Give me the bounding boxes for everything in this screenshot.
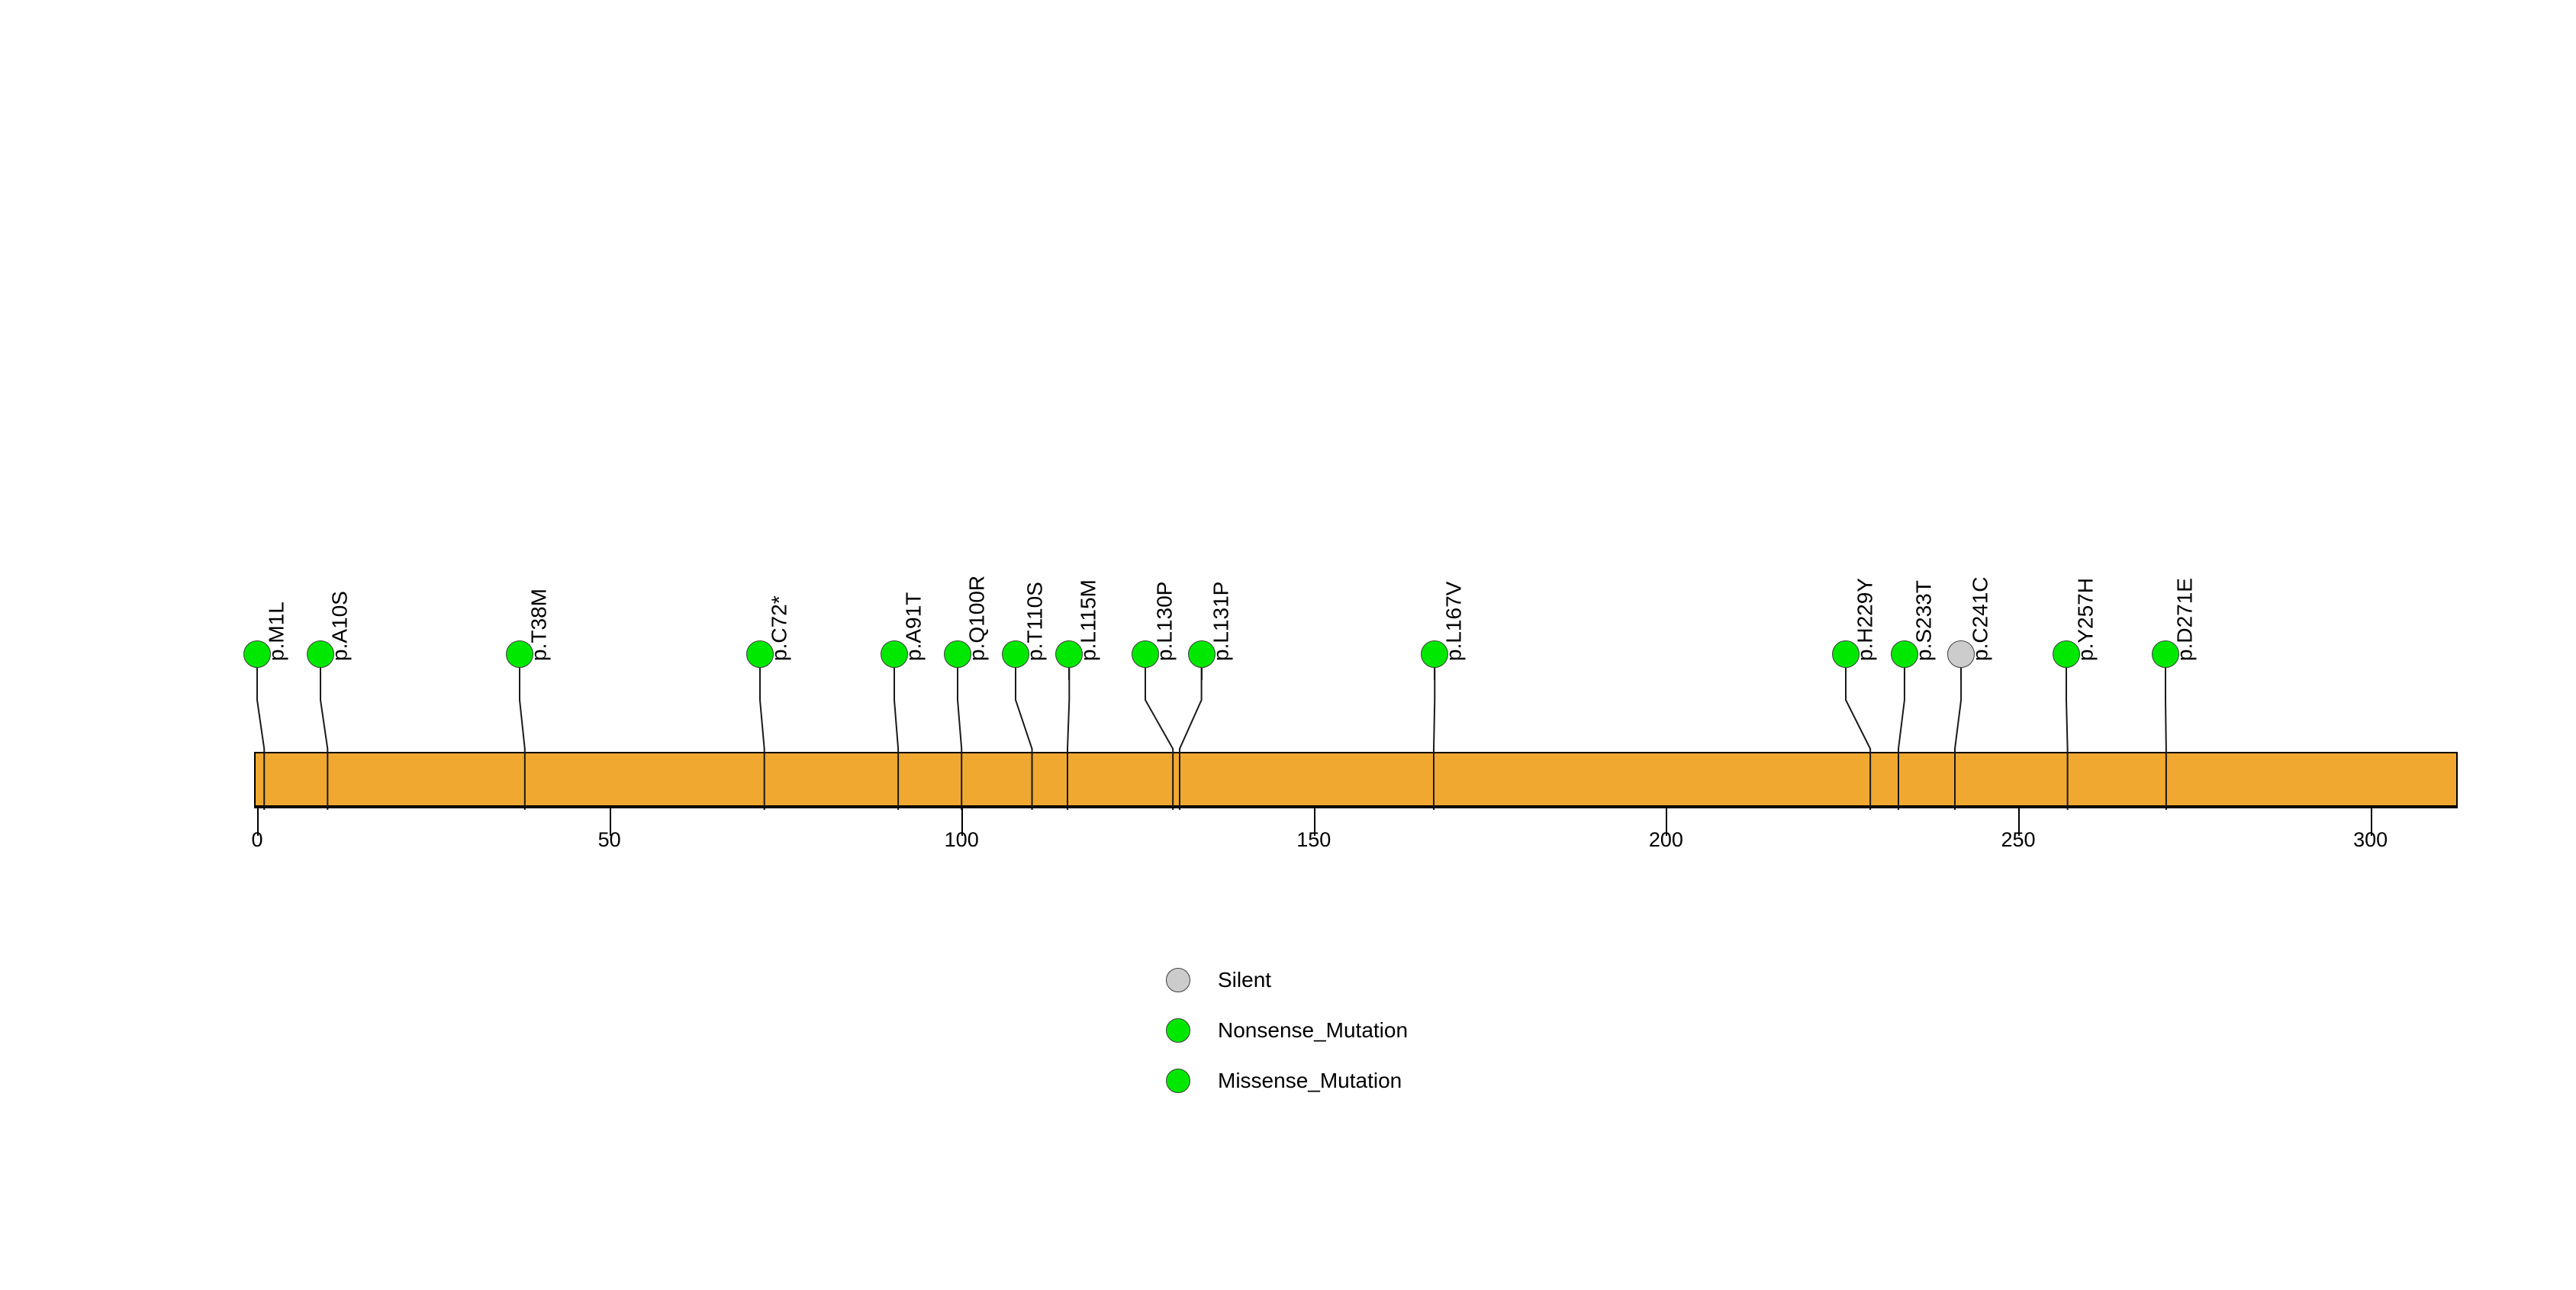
axis-tick-label: 300 — [2353, 828, 2388, 851]
lollipop-stem — [1066, 654, 1070, 810]
mutation-marker-pH229Y[interactable] — [1832, 640, 1860, 668]
mutation-label: p.Q100R — [964, 575, 989, 661]
axis-tick-label: 150 — [1296, 828, 1331, 851]
mutation-marker-pD271E[interactable] — [2152, 640, 2179, 668]
legend-item-nonsense_mutation[interactable]: Nonsense_Mutation — [1166, 1018, 1408, 1043]
mutation-label: p.C241C — [1968, 576, 1992, 661]
mutation-label: p.A10S — [327, 591, 352, 661]
mutation-label: p.M1L — [264, 601, 288, 661]
axis-baseline — [254, 807, 2458, 808]
lollipop-stem — [759, 654, 765, 810]
mutation-label: p.D271E — [2172, 578, 2197, 661]
mutation-marker-pL167V[interactable] — [1421, 640, 1448, 668]
mutation-label: p.C72* — [767, 595, 791, 661]
mutation-marker-pY257H[interactable] — [2053, 640, 2080, 668]
legend-swatch-icon — [1166, 1069, 1190, 1093]
axis-tick-label: 100 — [944, 828, 979, 851]
axis-tick — [961, 807, 964, 836]
mutation-label: p.T110S — [1022, 582, 1047, 661]
axis-tick-label: 50 — [597, 828, 621, 851]
mutation-marker-pL131P[interactable] — [1188, 640, 1216, 668]
mutation-label: p.H229Y — [1853, 578, 1877, 661]
mutation-label: p.S233T — [1911, 580, 1936, 661]
mutation-marker-pA10S[interactable] — [307, 640, 334, 668]
lollipop-stem — [256, 654, 266, 810]
protein-domain-0 — [254, 752, 2458, 807]
lollipop-stem — [957, 654, 963, 810]
legend-item-missense_mutation[interactable]: Missense_Mutation — [1166, 1069, 1402, 1093]
axis-tick — [1666, 807, 1668, 836]
mutation-label: p.L131P — [1209, 581, 1233, 661]
mutation-marker-pT110S[interactable] — [1002, 640, 1029, 668]
axis-tick — [609, 807, 611, 836]
mutation-marker-pL115M[interactable] — [1055, 640, 1083, 668]
mutation-label: p.Y257H — [2073, 578, 2098, 661]
axis-tick-label: 200 — [1648, 828, 1683, 851]
lollipop-stem — [1015, 654, 1033, 810]
lollipop-stem — [1898, 654, 1905, 810]
legend-label: Silent — [1218, 968, 1272, 992]
mutation-marker-pC72[interactable] — [746, 640, 774, 668]
mutation-label: p.T38M — [526, 589, 551, 661]
lollipop-stem — [1145, 654, 1174, 810]
legend-item-silent[interactable]: Silent — [1166, 968, 1271, 992]
lollipop-stem — [2165, 654, 2167, 810]
axis-tick — [257, 807, 259, 836]
mutation-label: p.A91T — [901, 592, 926, 661]
mutation-marker-pL130P[interactable] — [1132, 640, 1159, 668]
mutation-label: p.L115M — [1076, 579, 1100, 661]
mutation-label: p.L167V — [1441, 581, 1466, 661]
mutation-marker-pA91T[interactable] — [881, 640, 908, 668]
lollipop-stem — [1432, 654, 1435, 810]
legend-label: Nonsense_Mutation — [1218, 1018, 1409, 1042]
axis-tick-label: 250 — [2001, 828, 2036, 851]
lollipop-stem — [320, 654, 329, 810]
mutation-marker-pM1L[interactable] — [243, 640, 271, 668]
legend-label: Missense_Mutation — [1218, 1069, 1402, 1092]
lollipop-stem — [519, 654, 526, 810]
lollipop-stem — [2066, 654, 2069, 810]
mutation-marker-pC241C[interactable] — [1947, 640, 1975, 668]
lollipop-stem — [894, 654, 900, 810]
mutation-marker-pS233T[interactable] — [1891, 640, 1918, 668]
axis-tick — [1313, 807, 1315, 836]
lollipop-stem — [1845, 654, 1872, 810]
mutation-label: p.L130P — [1152, 581, 1177, 661]
axis-tick — [2018, 807, 2020, 836]
mutation-marker-pQ100R[interactable] — [944, 640, 971, 668]
lollipop-stem — [1953, 654, 1962, 810]
lollipop-stem — [1179, 654, 1203, 810]
axis-tick-label: 0 — [251, 828, 263, 851]
legend-swatch-icon — [1166, 1018, 1190, 1043]
legend-swatch-icon — [1166, 968, 1190, 992]
mutation-marker-pT38M[interactable] — [506, 640, 533, 668]
axis-tick — [2370, 807, 2372, 836]
